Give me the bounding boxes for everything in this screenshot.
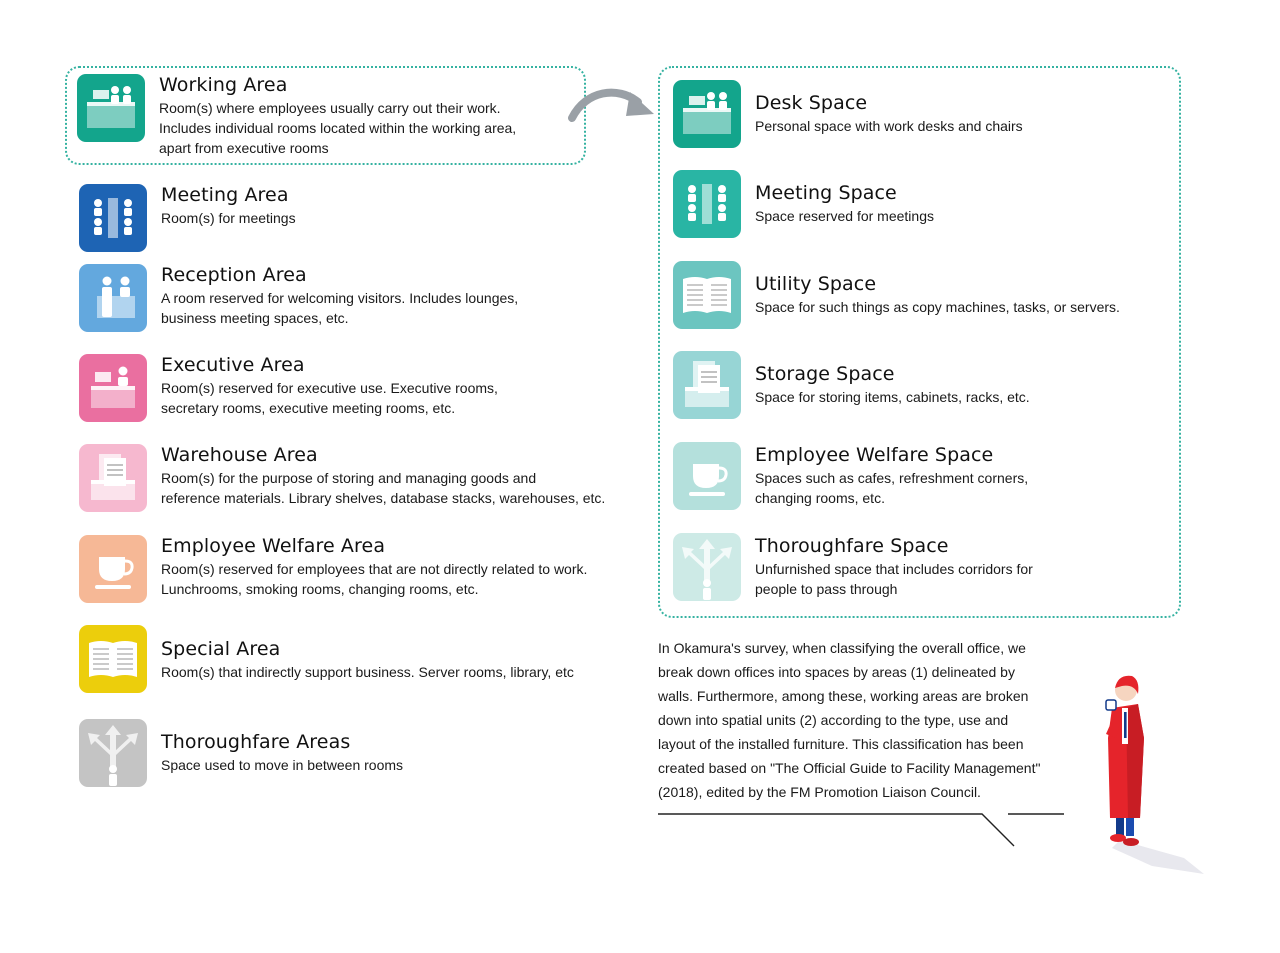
- space-title: Utility Space: [755, 273, 877, 295]
- space-title: Storage Space: [755, 363, 895, 385]
- area-description: Room(s) for meetings: [161, 210, 296, 226]
- area-title: Employee Welfare Area: [161, 535, 386, 557]
- area-title: Working Area: [159, 74, 288, 96]
- area-description: Room(s) where employees usually carry ou…: [159, 100, 517, 156]
- space-description: Space for such things as copy machines, …: [755, 299, 1120, 315]
- survey-note: In Okamura's survey, when classifying th…: [658, 640, 1041, 800]
- space-title: Employee Welfare Space: [755, 444, 994, 466]
- space-units-frame: [658, 66, 1181, 618]
- coffee-cup-icon: [673, 442, 741, 510]
- meeting-table-icon: [79, 184, 147, 252]
- area-title: Thoroughfare Areas: [161, 731, 351, 753]
- area-title: Reception Area: [161, 264, 307, 286]
- area-title: Meeting Area: [161, 184, 289, 206]
- space-title: Meeting Space: [755, 182, 897, 204]
- area-title: Special Area: [161, 638, 281, 660]
- desk-icon: [673, 80, 741, 148]
- reception-icon: [79, 264, 147, 332]
- area-description: Room(s) reserved for employees that are …: [161, 561, 588, 597]
- space-description: Space reserved for meetings: [755, 208, 934, 224]
- coffee-cup-icon: [79, 535, 147, 603]
- meeting-table-icon: [673, 170, 741, 238]
- space-description: Unfurnished space that includes corridor…: [755, 561, 1033, 597]
- storage-box-icon: [79, 444, 147, 512]
- space-description: Spaces such as cafes, refreshment corner…: [755, 470, 1029, 506]
- desk-icon: [77, 74, 145, 142]
- area-title: Warehouse Area: [161, 444, 318, 466]
- space-title: Desk Space: [755, 92, 868, 114]
- area-description: Room(s) reserved for executive use. Exec…: [161, 380, 498, 416]
- working-area-highlight-frame: [65, 66, 586, 165]
- area-description: Room(s) for the purpose of storing and m…: [161, 470, 606, 506]
- curved-arrow-icon: [568, 88, 654, 122]
- area-description: A room reserved for welcoming visitors. …: [161, 290, 519, 326]
- storage-box-icon: [673, 351, 741, 419]
- area-description: Room(s) that indirectly support business…: [161, 664, 574, 680]
- person-illustration: [1105, 675, 1204, 874]
- space-description: Personal space with work desks and chair…: [755, 118, 1023, 134]
- directions-icon: [79, 719, 147, 787]
- space-title: Thoroughfare Space: [755, 535, 949, 557]
- space-description: Space for storing items, cabinets, racks…: [755, 389, 1030, 405]
- speech-pointer-line: [658, 813, 1064, 847]
- area-description: Space used to move in between rooms: [161, 757, 404, 773]
- executive-desk-icon: [79, 354, 147, 422]
- book-icon: [673, 261, 741, 329]
- book-icon: [79, 625, 147, 693]
- directions-icon: [673, 533, 741, 601]
- area-title: Executive Area: [161, 354, 305, 376]
